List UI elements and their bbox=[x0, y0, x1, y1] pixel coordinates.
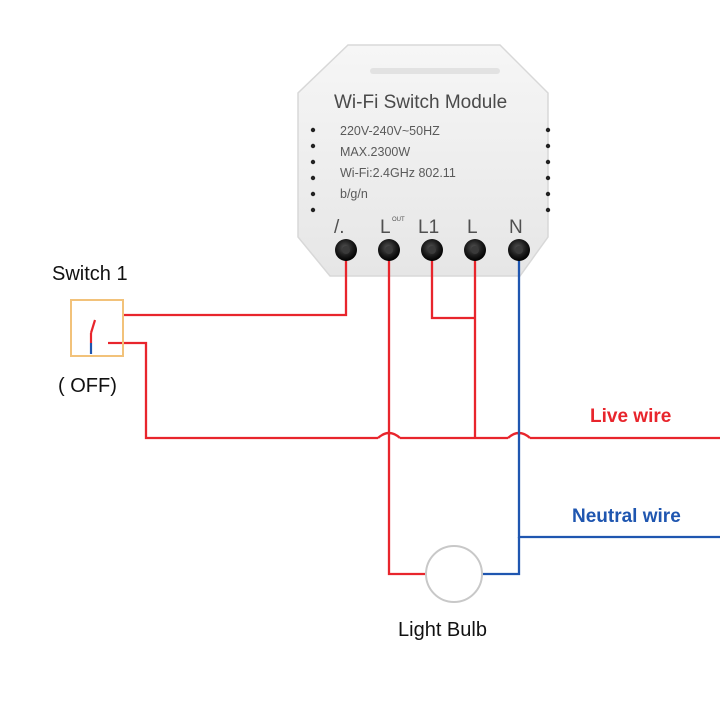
right-vent-dots bbox=[545, 127, 551, 213]
module-spec-voltage: 220V-240V~50HZ bbox=[340, 124, 440, 138]
light-bulb: Light Bulb bbox=[398, 545, 487, 641]
light-bulb-label: Light Bulb bbox=[398, 619, 487, 641]
module-title: Wi-Fi Switch Module bbox=[334, 92, 507, 113]
terminal-screw-switch bbox=[335, 239, 357, 261]
terminal-label-l: L bbox=[467, 217, 478, 238]
switch-label: Switch 1 bbox=[52, 263, 128, 285]
terminal-screw-l1 bbox=[421, 239, 443, 261]
terminal-label-switch: /. bbox=[334, 217, 345, 238]
l-l1-jumper-wire bbox=[430, 252, 475, 320]
module-spec-band: b/g/n bbox=[340, 187, 368, 201]
left-vent-dots bbox=[310, 127, 316, 213]
module-spec-power: MAX.2300W bbox=[340, 145, 410, 159]
lout-to-bulb-wire bbox=[387, 252, 426, 576]
bulb-to-neutral-wire bbox=[482, 537, 521, 576]
switch-1: Switch 1 ( OFF) bbox=[52, 263, 128, 397]
light-bulb-icon bbox=[425, 545, 483, 603]
terminal-label-l1: L1 bbox=[418, 217, 439, 238]
switch-return-wire bbox=[108, 341, 378, 440]
module-body bbox=[297, 44, 549, 277]
terminal-screw-l bbox=[464, 239, 486, 261]
module-spec-wifi: Wi-Fi:2.4GHz 802.11 bbox=[340, 166, 456, 180]
terminal-screw-n bbox=[508, 239, 530, 261]
wifi-switch-module: Wi-Fi Switch Module 220V-240V~50HZ MAX.2… bbox=[297, 44, 551, 277]
switch-contact-top bbox=[89, 319, 97, 334]
terminal-label-n: N bbox=[509, 217, 523, 238]
live-wire-label: Live wire bbox=[590, 406, 671, 427]
neutral-wire bbox=[517, 252, 720, 539]
switch-box bbox=[70, 299, 124, 357]
terminal-screws bbox=[335, 239, 530, 261]
switch-state-label: ( OFF) bbox=[58, 375, 117, 397]
terminal-screw-lout bbox=[378, 239, 400, 261]
terminal-label-lout-sup: OUT bbox=[392, 217, 405, 223]
switch-lead-wire bbox=[93, 252, 348, 320]
neutral-wire-label: Neutral wire bbox=[572, 506, 681, 527]
terminal-label-lout: L bbox=[380, 217, 391, 238]
module-top-ridge bbox=[370, 68, 500, 74]
